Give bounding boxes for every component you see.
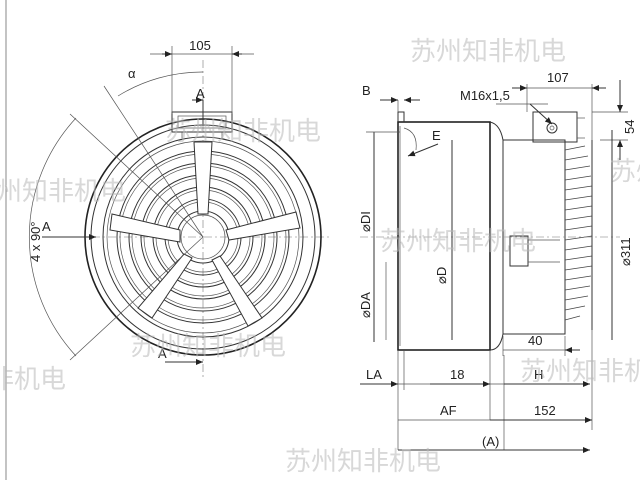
housing-body	[397, 121, 491, 351]
guard-rim	[106, 140, 300, 334]
outlet-fins	[564, 145, 593, 321]
dim-311-label: ⌀311	[618, 237, 633, 266]
svg-text:苏州知非机电: 苏州知非机电	[165, 117, 321, 147]
section-left-label: A	[42, 219, 51, 234]
dim-18-label: 18	[450, 367, 464, 382]
dim-40-label: 40	[528, 333, 542, 348]
svg-text:苏州知非机电: 苏州知非机电	[130, 332, 286, 362]
thread-label: M16x1,5	[460, 88, 510, 103]
dim-a-total-label: (A)	[482, 434, 499, 449]
svg-text:苏州知非机电: 苏州知非机电	[520, 357, 640, 387]
pattern-label: 4 x 90°	[28, 221, 43, 262]
dim-152-label: 152	[534, 403, 556, 418]
dim-107-label: 107	[547, 70, 569, 85]
pattern-arc	[28, 117, 77, 357]
dim-la-label: LA	[366, 367, 382, 382]
dim-d-label: ⌀D	[434, 267, 449, 284]
alpha-label: α	[128, 66, 136, 81]
motor-core	[509, 235, 529, 267]
terminal-box-side	[532, 111, 585, 143]
dim-b-label: B	[362, 83, 371, 98]
thread-leader	[529, 103, 553, 125]
detail-e-curve	[403, 127, 417, 151]
guard-outer-ring	[102, 136, 304, 338]
terminal-box-front	[171, 111, 233, 138]
svg-text:苏州知非机电: 苏州知非机电	[285, 447, 441, 477]
inlet-rim	[397, 111, 405, 122]
alpha-ray	[103, 85, 204, 238]
section-bottom-label: A	[158, 346, 167, 361]
svg-text:苏州知非机电: 苏州知非机电	[410, 37, 566, 67]
detail-e-label: E	[432, 128, 441, 143]
svg-text:苏州知非机电: 苏州知非机电	[0, 365, 66, 395]
svg-text:苏州知非机电: 苏州知非机电	[0, 177, 126, 207]
dim-af-label: AF	[440, 403, 457, 418]
side-view: B E M16x1,5 107 54 ⌀311 ⌀DI ⌀DA	[358, 70, 637, 453]
dim-di-label: ⌀DI	[358, 211, 373, 232]
hub-bore	[180, 214, 226, 260]
svg-text:苏州知非机电: 苏州知非机电	[610, 157, 640, 187]
detail-e-leader	[407, 143, 439, 157]
guard-struts	[109, 141, 301, 327]
watermarks: 苏州知非机电 苏州知非机电 苏州知非机电 苏州知非机电 苏州知非机电 苏州知非机…	[0, 37, 640, 477]
dim-da-label: ⌀DA	[358, 292, 373, 318]
alpha-arc	[117, 71, 204, 97]
dim-54-label: 54	[622, 120, 637, 134]
dim-105-label: 105	[189, 38, 211, 53]
dim-h-label: H	[534, 367, 543, 382]
section-top-label: A	[196, 86, 205, 101]
svg-text:苏州知非机电: 苏州知非机电	[380, 227, 536, 257]
front-view: 105 α 4 x 90° A A A	[28, 38, 330, 380]
